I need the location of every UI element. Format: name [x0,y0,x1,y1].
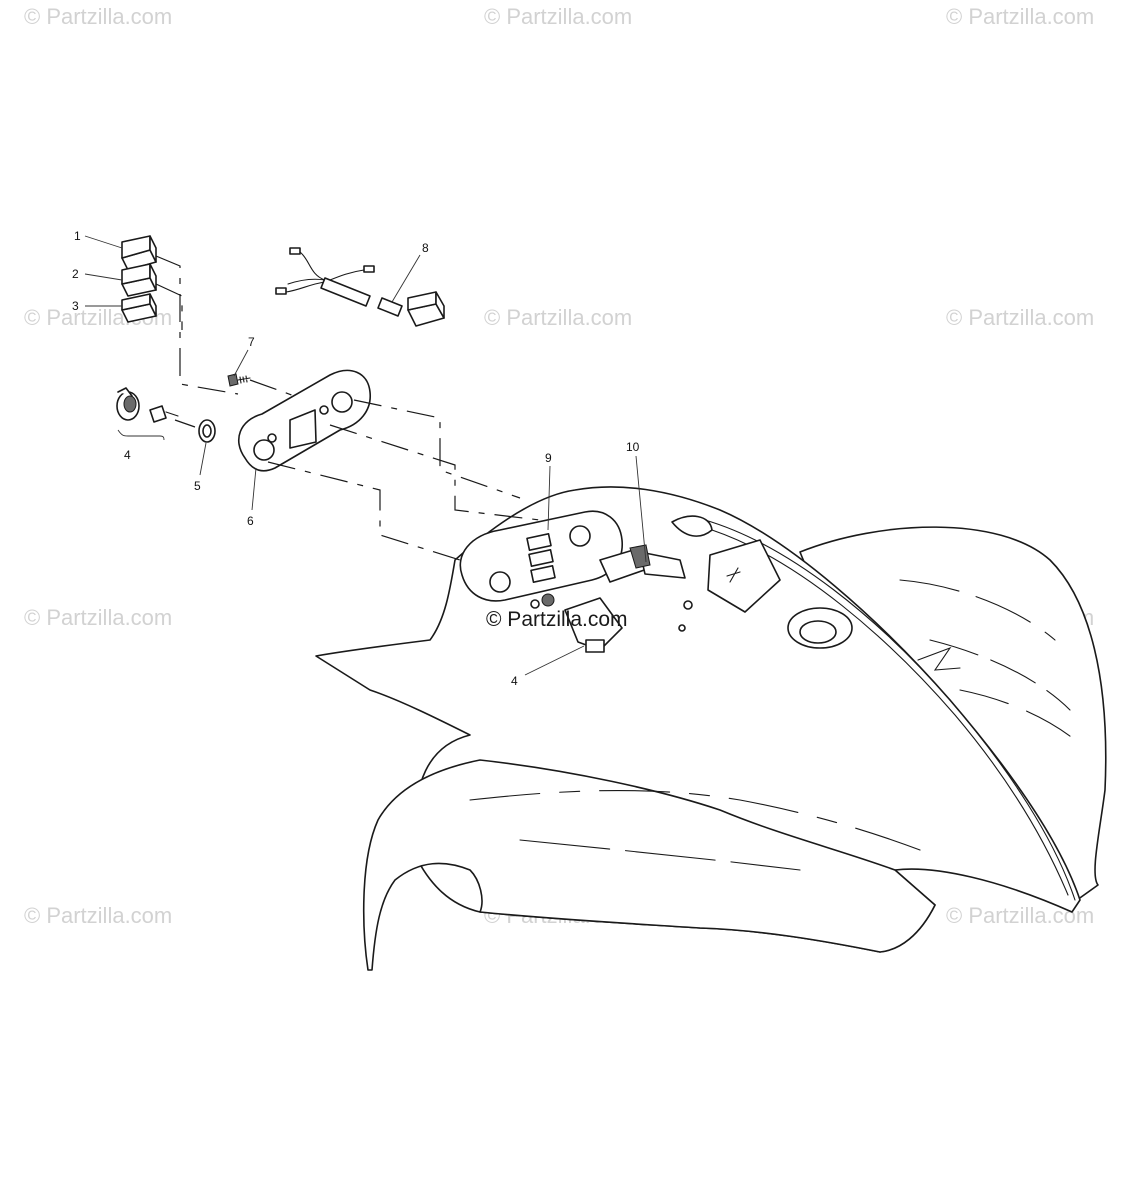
callout-leaders [84,235,647,676]
switch-part-3 [121,293,157,323]
callout-4-lower: 4 [511,674,518,688]
rear-fender [315,486,1107,971]
nut-5 [198,419,216,443]
callout-2: 2 [72,267,79,281]
ignition-key-assembly [116,387,179,423]
callout-5: 5 [194,479,201,493]
callout-9: 9 [545,451,552,465]
screw-7 [227,373,251,387]
watermark: © Partzilla.com [24,4,173,29]
assembly-lines [155,255,541,561]
callout-8: 8 [422,241,429,255]
callout-7: 7 [248,335,255,349]
installed-key-switch [530,593,623,653]
watermark: © Partzilla.com [484,4,633,29]
callout-10: 10 [626,440,640,454]
switch-part-1 [121,235,157,271]
wire-harness-8 [275,247,445,327]
switch-plate-6 [237,369,371,472]
callout-6: 6 [247,514,254,528]
watermark: © Partzilla.com [484,305,633,330]
installed-switch-10 [599,544,686,583]
callout-3: 3 [72,299,79,313]
installed-switch-plate [459,510,623,602]
watermark: © Partzilla.com [946,4,1095,29]
watermark-center: © Partzilla.com [486,608,628,631]
switch-part-2 [121,263,157,297]
callout-1: 1 [74,229,81,243]
watermark: © Partzilla.com [24,903,173,928]
callout-4-upper: 4 [124,448,131,462]
watermark: © Partzilla.com [946,305,1095,330]
watermark: © Partzilla.com [24,605,173,630]
